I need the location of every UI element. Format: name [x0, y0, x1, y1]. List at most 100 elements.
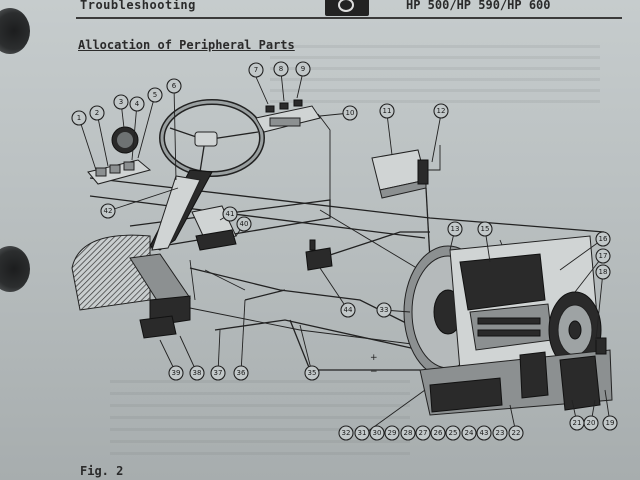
steering-wheel	[149, 99, 265, 251]
callout-18: 18	[595, 264, 611, 280]
callout-label: 10	[346, 109, 355, 117]
callout-label: 22	[512, 429, 521, 437]
callout-circle	[338, 425, 354, 441]
header-models: HP 500/HP 590/HP 600	[406, 0, 551, 12]
callout-label: 32	[342, 429, 351, 437]
brand-logo-icon	[325, 0, 369, 16]
floor-hatching	[71, 234, 151, 311]
callout-circle	[168, 365, 184, 381]
callout-circle	[595, 248, 611, 264]
callout-label: 37	[214, 369, 223, 377]
callout-32: 32	[338, 425, 354, 441]
control-unit	[371, 145, 441, 261]
callout-circle	[210, 365, 226, 381]
callout-38: 38	[189, 365, 205, 381]
callout-label: 38	[193, 369, 202, 377]
callout-28: 28	[400, 425, 416, 441]
callout-label: 3	[119, 98, 123, 106]
callout-37: 37	[210, 365, 226, 381]
callout-16: 16	[595, 231, 611, 247]
callout-label: 26	[434, 429, 443, 437]
callout-circle	[595, 264, 611, 280]
header-rule	[76, 17, 622, 19]
callout-circle	[273, 61, 289, 77]
callout-label: 12	[437, 107, 446, 115]
callout-circle	[129, 96, 145, 112]
callout-circle	[369, 425, 385, 441]
callout-25: 25	[445, 425, 461, 441]
callout-label: 7	[254, 66, 258, 74]
callout-circle	[430, 425, 446, 441]
callout-label: 24	[465, 429, 474, 437]
callout-label: 15	[481, 225, 490, 233]
callout-label: 13	[451, 225, 460, 233]
callout-label: 36	[237, 369, 246, 377]
callout-3: 3	[113, 94, 129, 110]
callout-label: 11	[383, 107, 392, 115]
callout-label: 44	[344, 306, 353, 314]
callout-19: 19	[602, 415, 618, 431]
callout-circle	[100, 203, 116, 219]
callout-circle	[147, 87, 163, 103]
header-section: Troubleshooting	[80, 0, 196, 12]
callout-30: 30	[369, 425, 385, 441]
callout-26: 26	[430, 425, 446, 441]
range-selector	[305, 231, 430, 271]
callout-44: 44	[340, 302, 356, 318]
callout-27: 27	[415, 425, 431, 441]
callout-label: 16	[599, 235, 608, 243]
callout-label: 2	[95, 109, 99, 117]
callout-label: 25	[449, 429, 458, 437]
callout-39: 39	[168, 365, 184, 381]
callout-label: 8	[279, 65, 283, 73]
callout-24: 24	[461, 425, 477, 441]
callout-9: 9	[295, 61, 311, 77]
callout-label: 39	[172, 369, 181, 377]
callout-circle	[166, 78, 182, 94]
callout-circle	[222, 206, 238, 222]
callout-label: 41	[226, 210, 235, 218]
callout-4: 4	[129, 96, 145, 112]
section-title: Allocation of Peripheral Parts	[78, 38, 295, 52]
callout-13: 13	[447, 221, 463, 237]
callout-circle	[236, 216, 252, 232]
callout-label: 33	[380, 306, 389, 314]
callout-circle	[476, 425, 492, 441]
callout-17: 17	[595, 248, 611, 264]
callout-label: 6	[172, 82, 177, 90]
callout-circle	[340, 302, 356, 318]
callout-5: 5	[147, 87, 163, 103]
callout-label: 23	[496, 429, 505, 437]
callout-label: 17	[599, 252, 608, 260]
callout-label: 31	[358, 429, 367, 437]
pedal-assembly	[129, 205, 246, 339]
callout-label: 43	[480, 429, 489, 437]
callout-2: 2	[89, 105, 105, 121]
callout-10: 10	[342, 105, 358, 121]
callout-circle	[89, 105, 105, 121]
callout-label: 30	[373, 429, 382, 437]
callout-label: 20	[587, 419, 596, 427]
callout-circle	[602, 415, 618, 431]
callout-20: 20	[583, 415, 599, 431]
callout-12: 12	[433, 103, 449, 119]
callout-circle	[415, 425, 431, 441]
callout-7: 7	[248, 62, 264, 78]
callout-circle	[508, 425, 524, 441]
callout-label: 19	[606, 419, 615, 427]
callout-circle	[477, 221, 493, 237]
callout-40: 40	[236, 216, 252, 232]
callout-35: 35	[304, 365, 320, 381]
instrument-cluster	[87, 126, 152, 185]
callout-23: 23	[492, 425, 508, 441]
callout-8: 8	[273, 61, 289, 77]
callout-circle	[379, 103, 395, 119]
callout-43: 43	[476, 425, 492, 441]
callout-label: 28	[404, 429, 413, 437]
transmission	[403, 235, 613, 416]
callout-29: 29	[384, 425, 400, 441]
callout-label: 27	[419, 429, 428, 437]
callout-11: 11	[379, 103, 395, 119]
callout-circle	[569, 415, 585, 431]
callout-circle	[248, 62, 264, 78]
